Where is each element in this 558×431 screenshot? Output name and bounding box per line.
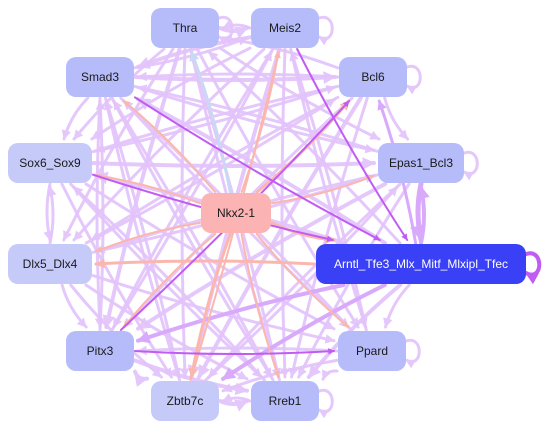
edge-dlx5_dlx4-to-bcl6 <box>84 97 337 245</box>
edge-arntl-to-zbtb7c <box>221 283 387 381</box>
edge-bcl6-to-zbtb7c <box>196 96 363 379</box>
node-box <box>316 244 526 284</box>
node-rreb1[interactable]: Rreb1 <box>251 381 319 421</box>
edge-nkx2-1-to-thra <box>190 50 232 194</box>
edge-smad3-to-rreb1 <box>110 96 273 379</box>
edge-nkx2-1-to-sox6_sox9 <box>95 173 201 205</box>
node-ppard[interactable]: Ppard <box>338 331 406 371</box>
node-box <box>66 57 134 97</box>
node-label: Arntl_Tfe3_Mlx_Mitf_Mlxipl_Tfec <box>334 257 508 271</box>
node-label: Bcl6 <box>361 70 385 84</box>
edge-zbtb7c-to-smad3 <box>104 99 181 382</box>
node-label: Thra <box>173 21 198 35</box>
edge-nkx2-1-to-rreb1 <box>240 233 280 378</box>
edge-nkx2-1-to-dlx5_dlx4 <box>95 221 201 253</box>
edge-nkx2-1-to-pitx3 <box>122 233 217 328</box>
edge-thra-to-ppard <box>195 47 360 329</box>
node-dlx5_dlx4[interactable]: Dlx5_Dlx4 <box>8 244 92 284</box>
node-meis2[interactable]: Meis2 <box>251 8 319 48</box>
edge-nkx2-1-to-ppard <box>255 233 350 328</box>
edge-bcl6-to-bcl6 <box>403 64 422 95</box>
edge-meis2-to-rreb1 <box>279 47 290 379</box>
node-box <box>339 57 407 97</box>
node-box <box>378 143 464 183</box>
node-label: Zbtb7c <box>167 394 204 408</box>
node-label: Pitx3 <box>87 344 114 358</box>
edge-arntl-to-pitx3 <box>136 283 346 344</box>
edge-rreb1-to-rreb1 <box>315 388 334 419</box>
edge-epas1_bcl3-to-pitx3 <box>136 182 388 331</box>
node-label: Smad3 <box>81 70 119 84</box>
node-pitx3[interactable]: Pitx3 <box>66 331 134 371</box>
node-thra[interactable]: Thra <box>151 8 219 48</box>
edge-pitx3-to-ppard <box>134 348 335 355</box>
node-label: Rreb1 <box>269 394 302 408</box>
edge-bcl6-to-sox6_sox9 <box>94 84 340 153</box>
edge-meis2-to-meis2 <box>315 15 334 46</box>
node-nkx2-1[interactable]: Nkx2-1 <box>201 193 271 233</box>
edge-meis2-to-thra <box>221 20 252 30</box>
edge-bcl6-to-thra <box>221 34 340 70</box>
edge-rreb1-to-zbtb7c <box>221 393 252 403</box>
node-bcl6[interactable]: Bcl6 <box>339 57 407 97</box>
edge-arntl-to-dlx5_dlx4 <box>94 258 317 269</box>
edge-smad3-to-epas1_bcl3 <box>133 84 376 154</box>
node-label: Nkx2-1 <box>217 206 255 220</box>
edge-nkx2-1-to-smad3 <box>123 100 216 193</box>
edge-epas1_bcl3-to-epas1_bcl3 <box>460 150 479 181</box>
node-label: Meis2 <box>269 21 301 35</box>
node-smad3[interactable]: Smad3 <box>66 57 134 97</box>
node-label: Sox6_Sox9 <box>19 156 81 170</box>
node-zbtb7c[interactable]: Zbtb7c <box>151 381 219 421</box>
node-box <box>251 8 319 48</box>
edge-thra-to-pitx3 <box>102 47 182 329</box>
node-box <box>338 331 406 371</box>
edge-smad3-to-arntl <box>134 96 381 241</box>
edge-arntl-to-rreb1 <box>306 283 403 379</box>
node-box <box>151 8 219 48</box>
edge-nkx2-1-to-zbtb7c <box>188 232 232 379</box>
edge-ppard-to-rreb1 <box>321 369 339 381</box>
node-box <box>8 143 92 183</box>
edge-arntl-to-ppard <box>383 283 411 329</box>
edge-rreb1-to-smad3 <box>112 99 275 382</box>
edge-dlx5_dlx4-to-sox6_sox9 <box>47 185 57 245</box>
node-arntl[interactable]: Arntl_Tfe3_Mlx_Mitf_Mlxipl_Tfec <box>316 244 526 284</box>
edge-sox6_sox9-to-epas1_bcl3 <box>91 157 376 170</box>
node-box <box>66 331 134 371</box>
edge-meis2-to-ppard <box>289 47 368 329</box>
edge-smad3-to-bcl6 <box>133 71 337 85</box>
node-box <box>201 193 271 233</box>
edge-dlx5_dlx4-to-ppard <box>91 274 336 344</box>
edge-meis2-to-sox6_sox9 <box>90 46 252 141</box>
node-label: Dlx5_Dlx4 <box>23 257 78 271</box>
edge-ppard-to-ppard <box>402 338 421 369</box>
edge-arntl-to-arntl <box>522 251 542 285</box>
node-label: Ppard <box>356 344 388 358</box>
edge-bcl6-to-smad3 <box>136 71 340 82</box>
edge-meis2-to-arntl <box>296 48 409 241</box>
node-label: Epas1_Bcl3 <box>389 156 453 170</box>
edge-smad3-to-sox6_sox9 <box>61 96 90 141</box>
node-box <box>8 244 92 284</box>
edge-arntl-to-epas1_bcl3 <box>417 185 430 245</box>
edge-pitx3-to-zbtb7c <box>133 369 149 388</box>
edge-dlx5_dlx4-to-pitx3 <box>60 283 88 329</box>
node-box <box>151 381 219 421</box>
edge-ppard-to-pitx3 <box>136 345 339 356</box>
node-sox6_sox9[interactable]: Sox6_Sox9 <box>8 143 92 183</box>
node-box <box>251 381 319 421</box>
edge-pitx3-to-meis2 <box>110 50 273 332</box>
edge-nkx2-1-to-epas1_bcl3 <box>271 174 375 205</box>
node-epas1_bcl3[interactable]: Epas1_Bcl3 <box>378 143 464 183</box>
